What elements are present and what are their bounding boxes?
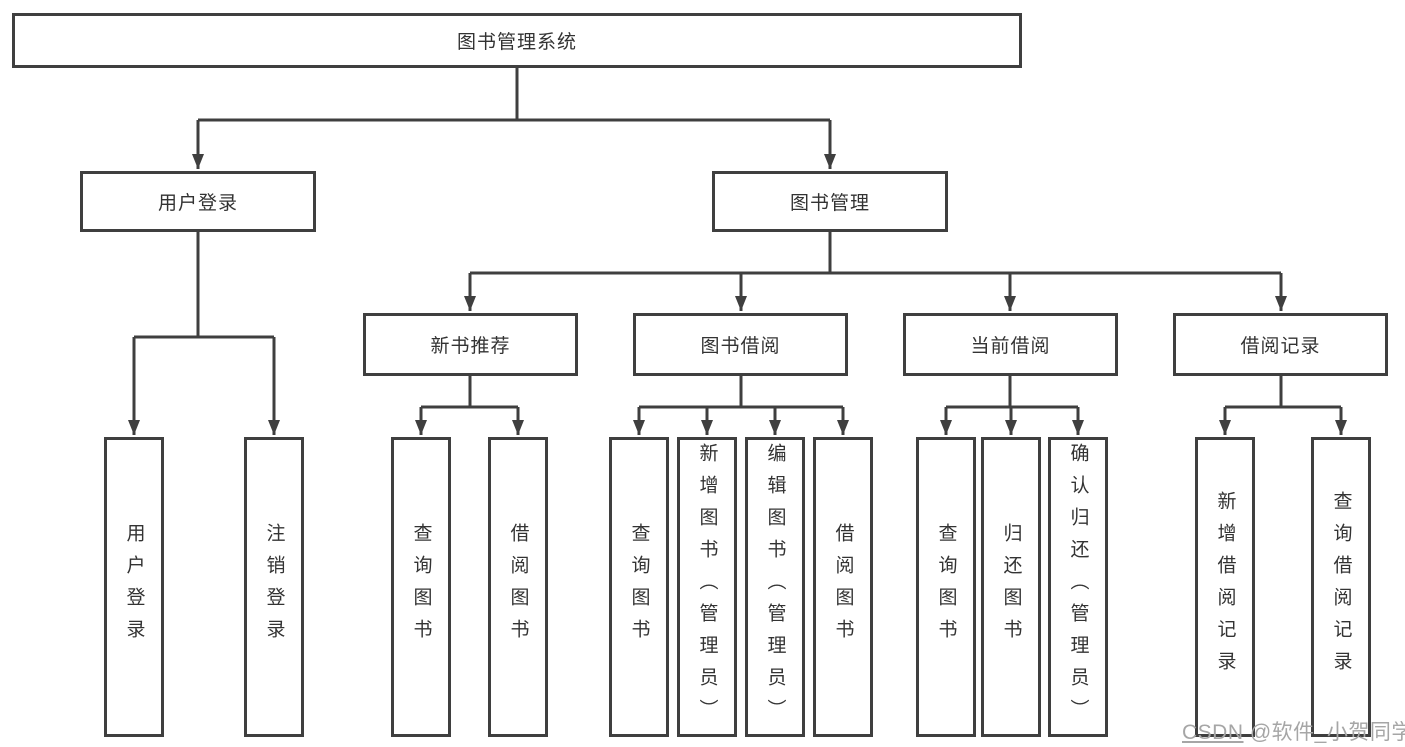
node-label: 当前借阅	[970, 336, 1051, 357]
node-user-login: 用户登录	[80, 171, 316, 232]
watermark-site: CSDN	[1182, 721, 1244, 744]
node-label: 新书推荐	[430, 336, 511, 357]
leaf-user-login: 用户登录	[104, 437, 164, 737]
leaf-return-books: 归还图书	[981, 437, 1041, 737]
leaf-confirm-return-admin: 确认归还（管理员）	[1048, 437, 1108, 737]
leaf-label: 归还图书	[1000, 523, 1022, 651]
leaf-label: 借阅图书	[832, 523, 854, 651]
node-label: 图书管理系统	[456, 32, 577, 53]
leaf-query-books: 查询图书	[609, 437, 669, 737]
node-book-borrowing: 图书借阅	[633, 313, 848, 376]
leaf-borrow-books: 借阅图书	[488, 437, 548, 737]
leaf-label: 查询图书	[935, 523, 957, 651]
leaf-label: 查询借阅记录	[1330, 491, 1352, 683]
leaf-label: 新增图书（管理员）	[696, 443, 718, 731]
leaf-label: 编辑图书（管理员）	[764, 443, 786, 731]
leaf-label: 注销登录	[263, 523, 285, 651]
watermark-user: @软件_小贺同学	[1243, 721, 1405, 744]
leaf-label: 用户登录	[123, 523, 145, 651]
leaf-query-books: 查询图书	[391, 437, 451, 737]
node-label: 借阅记录	[1240, 336, 1321, 357]
leaf-logout: 注销登录	[244, 437, 304, 737]
leaf-query-borrow-record: 查询借阅记录	[1311, 437, 1371, 737]
leaf-borrow-books: 借阅图书	[813, 437, 873, 737]
leaf-label: 新增借阅记录	[1214, 491, 1236, 683]
node-label: 用户登录	[157, 193, 238, 214]
node-label: 图书管理	[789, 193, 870, 214]
leaf-label: 借阅图书	[507, 523, 529, 651]
leaf-edit-books-admin: 编辑图书（管理员）	[745, 437, 805, 737]
node-label: 图书借阅	[700, 336, 781, 357]
node-root-system: 图书管理系统	[12, 13, 1022, 68]
leaf-label: 查询图书	[410, 523, 432, 651]
leaf-label: 查询图书	[628, 523, 650, 651]
node-book-management: 图书管理	[712, 171, 948, 232]
node-borrowing-records: 借阅记录	[1173, 313, 1388, 376]
tree-arrows	[128, 120, 1347, 435]
node-current-borrowing: 当前借阅	[903, 313, 1118, 376]
node-new-book-recommendation: 新书推荐	[363, 313, 578, 376]
leaf-add-borrow-record: 新增借阅记录	[1195, 437, 1255, 737]
leaf-query-books: 查询图书	[916, 437, 976, 737]
leaf-label: 确认归还（管理员）	[1067, 443, 1089, 731]
csdn-watermark: CSDN @软件_小贺同学	[1182, 716, 1405, 746]
leaf-add-books-admin: 新增图书（管理员）	[677, 437, 737, 737]
